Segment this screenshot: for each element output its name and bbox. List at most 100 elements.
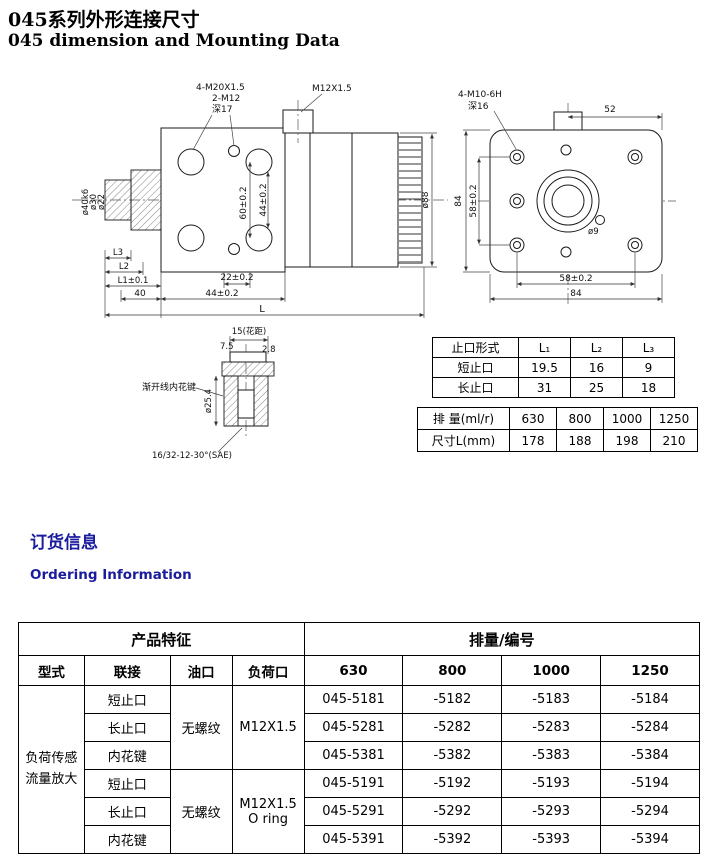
part-number-cell: -5292: [402, 797, 503, 826]
label-m12x15: M12X1.5: [312, 84, 352, 94]
part-number-cell: 045-5381: [303, 741, 404, 770]
dim-d22: ø22: [97, 194, 107, 210]
dim-84-horizontal: 84: [570, 289, 582, 299]
cell: 210: [650, 429, 698, 452]
header-cell-1000: 1000: [501, 655, 602, 686]
dim-L3: L3: [113, 248, 123, 258]
part-number-cell: -5293: [501, 797, 602, 826]
table-row: 短止口 19.5 16 9: [432, 357, 675, 378]
dim-d88: ø88: [421, 191, 431, 208]
dim-L: L: [259, 304, 265, 315]
connection-cell: 内花键: [83, 825, 171, 854]
table-header-row: 止口形式 L₁ L₂ L₃: [432, 337, 675, 358]
table-row: 短止口 无螺纹 M12X1.5 O ring 045-5191 -5192 -5…: [19, 769, 700, 854]
part-number-cell: -5383: [501, 741, 602, 770]
cell: 178: [509, 429, 557, 452]
type-label-cell: 负荷传感流量放大: [18, 685, 85, 854]
part-number-cell: -5393: [501, 825, 602, 854]
dim-84-vertical: 84: [454, 195, 464, 207]
load-port-cell: M12X1.5 O ring: [231, 769, 305, 854]
part-number-cell: -5182: [402, 685, 503, 714]
dim-L1: L1±0.1: [118, 276, 149, 286]
port-form-table: 止口形式 L₁ L₂ L₃ 短止口 19.5 16 9 长止口 31 25 18: [432, 337, 675, 398]
table-row: 长止口 31 25 18: [432, 377, 675, 398]
dim-58-horizontal: 58±0.2: [559, 274, 592, 284]
cell: 630: [509, 407, 557, 430]
part-number-cell: -5394: [600, 825, 700, 854]
left-side-view: 4-M20X1.5 2-M12 深17 M12X1.5 60±0.2 44±0.…: [72, 83, 448, 318]
header-cell-load-port: 负荷口: [231, 655, 305, 686]
cell: 9: [622, 357, 675, 378]
part-number-cell: -5283: [501, 713, 602, 742]
load-port-cell: M12X1.5: [231, 685, 305, 770]
part-number-cell: 045-5181: [303, 685, 404, 714]
row-label: 短止口: [432, 357, 519, 378]
cell: 198: [603, 429, 651, 452]
ordering-heading-zh: 订货信息: [30, 533, 98, 553]
header-cell-630: 630: [303, 655, 404, 686]
dim-40: 40: [134, 289, 146, 299]
part-number-cell: 045-5281: [303, 713, 404, 742]
dim-44-horizontal: 44±0.2: [205, 289, 238, 299]
part-number-cell: -5382: [402, 741, 503, 770]
ordering-table: 产品特征 排量/编号 型式 联接 油口 负荷口 630 800 1000 125…: [18, 622, 701, 854]
dim-44-vertical: 44±0.2: [259, 183, 269, 216]
part-number-cell: -5392: [402, 825, 503, 854]
label-4m10-6h: 4-M10-6H: [458, 90, 502, 100]
oil-port-cell: 无螺纹: [169, 685, 233, 770]
label-2m12: 2-M12: [212, 94, 240, 104]
dim-58-vertical: 58±0.2: [469, 184, 479, 217]
displacement-number-header: 排量/编号: [303, 622, 701, 656]
connection-cell: 长止口: [83, 713, 171, 742]
table-row: 尺寸L(mm) 178 188 198 210: [417, 429, 698, 452]
cell: 1250: [650, 407, 698, 430]
dim-7-5: 7.5: [220, 342, 234, 352]
table-row: 长止口 045-5291 -5292 -5293 -5294: [19, 797, 700, 826]
cell: 16: [570, 357, 623, 378]
header-cell-type: 型式: [18, 655, 85, 686]
part-number-cell: 045-5391: [303, 825, 404, 854]
table-group-header-row: 产品特征 排量/编号: [18, 622, 701, 656]
ordering-heading-en: Ordering Information: [30, 567, 192, 583]
dimension-drawing: 4-M20X1.5 2-M12 深17 M12X1.5 60±0.2 44±0.…: [72, 83, 676, 461]
dim-d9: ø9: [588, 227, 599, 237]
connection-cell: 内花键: [83, 741, 171, 770]
table-row: 排 量(ml/r) 630 800 1000 1250: [417, 407, 698, 430]
cell: 800: [556, 407, 604, 430]
part-number-cell: -5284: [600, 713, 700, 742]
part-number-cell: 045-5291: [303, 797, 404, 826]
label-involute-spline: 渐开线内花键: [142, 381, 196, 393]
dim-22: 22±0.2: [220, 273, 253, 283]
table-row: 内花键 045-5381 -5382 -5383 -5384: [19, 741, 700, 770]
cell: 188: [556, 429, 604, 452]
right-front-view: 4-M10-6H 深16 52 84 58±0.2 ø9 58±0.2 84: [454, 90, 676, 305]
label-4m20x15: 4-M20X1.5: [196, 83, 245, 93]
dim-2-8: 2.8: [262, 345, 276, 355]
part-number-cell: -5384: [600, 741, 700, 770]
dim-15: 15(花距): [232, 326, 266, 337]
dim-52: 52: [604, 105, 615, 115]
header-cell-oil-port: 油口: [169, 655, 233, 686]
product-features-header: 产品特征: [18, 622, 305, 656]
part-number-cell: 045-5191: [303, 769, 404, 798]
page-title-zh: 045系列外形连接尺寸: [8, 9, 200, 31]
cell: 31: [518, 377, 571, 398]
dim-d25-4: ø25.4: [204, 389, 214, 413]
dim-L2: L2: [119, 262, 129, 272]
connection-cell: 短止口: [83, 685, 171, 714]
oil-port-cell: 无螺纹: [169, 769, 233, 854]
header-cell-800: 800: [402, 655, 503, 686]
page-title-en: 045 dimension and Mounting Data: [8, 31, 340, 51]
part-number-cell: -5294: [600, 797, 700, 826]
part-number-cell: -5282: [402, 713, 503, 742]
connection-cell: 长止口: [83, 797, 171, 826]
table-row: 长止口 045-5281 -5282 -5283 -5284: [19, 713, 700, 742]
displacement-size-table: 排 量(ml/r) 630 800 1000 1250 尺寸L(mm) 178 …: [417, 407, 698, 452]
label-depth17: 深17: [212, 104, 232, 115]
header-cell-1250: 1250: [600, 655, 700, 686]
table-row: 负荷传感流量放大 短止口 无螺纹 M12X1.5 045-5181 -5182 …: [18, 685, 700, 854]
row-label: 排 量(ml/r): [417, 407, 510, 430]
dim-d40k6: ø40k6: [81, 189, 91, 215]
header-cell: 止口形式: [432, 337, 519, 358]
